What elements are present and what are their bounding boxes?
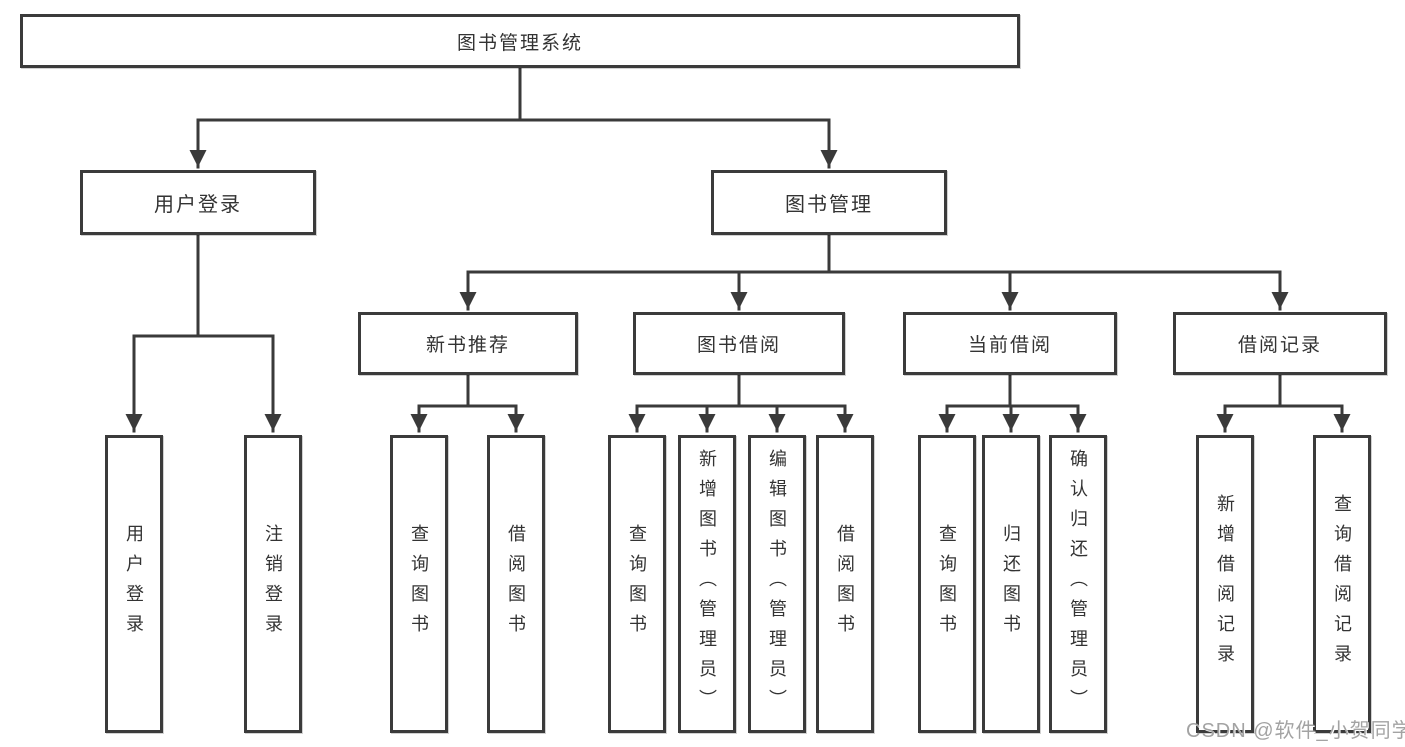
- node-label: 用户登录: [154, 194, 242, 216]
- node-borrow-records: 借阅记录: [1173, 312, 1387, 375]
- node-label: 注销登录: [263, 524, 283, 644]
- node-label: 新增借阅记录: [1215, 494, 1235, 674]
- node-label: 查询借阅记录: [1332, 494, 1352, 674]
- node-label: 查询图书: [627, 524, 647, 644]
- leaf-add-borrow-record: 新增借阅记录: [1196, 435, 1254, 733]
- node-label: 借阅记录: [1237, 335, 1322, 356]
- node-user-login: 用户登录: [80, 170, 316, 235]
- node-system-root: 图书管理系统: [20, 14, 1020, 68]
- node-book-borrow: 图书借阅: [633, 312, 845, 375]
- leaf-user-login: 用户登录: [105, 435, 163, 733]
- node-label: 借阅图书: [506, 524, 526, 644]
- leaf-query-books-recommend: 查询图书: [390, 435, 448, 733]
- node-label: 查询图书: [409, 524, 429, 644]
- node-label: 用户登录: [124, 524, 144, 644]
- node-label: 新增图书（管理员）: [697, 449, 717, 719]
- leaf-query-borrow-record: 查询借阅记录: [1313, 435, 1371, 733]
- node-label: 图书借阅: [696, 335, 781, 356]
- leaf-edit-book-admin: 编辑图书（管理员）: [748, 435, 806, 733]
- leaf-query-books-current: 查询图书: [918, 435, 976, 733]
- leaf-return-book: 归还图书: [982, 435, 1040, 733]
- node-new-book-recommend: 新书推荐: [358, 312, 578, 375]
- node-label: 查询图书: [937, 524, 957, 644]
- leaf-query-books-borrow: 查询图书: [608, 435, 666, 733]
- csdn-watermark: CSDN @软件_小贺同学: [1186, 720, 1405, 742]
- node-label: 当前借阅: [967, 335, 1052, 356]
- node-label: 图书管理: [785, 194, 873, 216]
- node-label: 借阅图书: [835, 524, 855, 644]
- node-label: 归还图书: [1001, 524, 1021, 644]
- leaf-logout: 注销登录: [244, 435, 302, 733]
- leaf-confirm-return-admin: 确认归还（管理员）: [1049, 435, 1107, 733]
- node-label: 图书管理系统: [456, 32, 583, 54]
- node-current-borrow: 当前借阅: [903, 312, 1117, 375]
- leaf-add-book-admin: 新增图书（管理员）: [678, 435, 736, 733]
- node-label: 编辑图书（管理员）: [767, 449, 787, 719]
- node-label: 新书推荐: [425, 335, 510, 356]
- node-label: 确认归还（管理员）: [1068, 449, 1088, 719]
- leaf-borrow-books-recommend: 借阅图书: [487, 435, 545, 733]
- node-book-management: 图书管理: [711, 170, 947, 235]
- leaf-borrow-books: 借阅图书: [816, 435, 874, 733]
